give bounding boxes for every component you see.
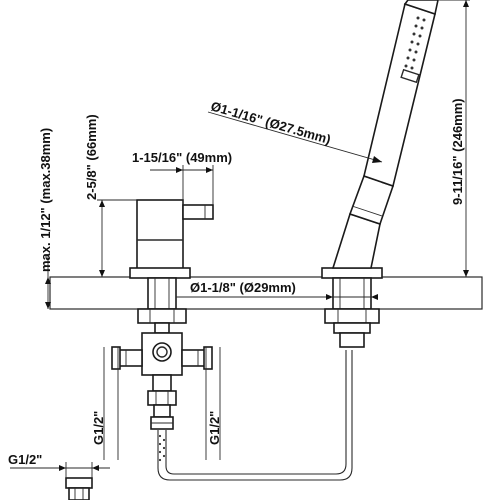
deck-thickness-label: max. 1/12" (max.38mm) [38, 128, 53, 272]
dim-deck-thickness: max. 1/12" (max.38mm) [38, 128, 53, 309]
dim-inlet-left: G1/2" [91, 347, 119, 460]
handshower-diameter-label: Ø1-1/16" (Ø27.5mm) [209, 98, 332, 147]
handshower-holder [321, 267, 383, 348]
dim-handshower-height: 9-11/16" (246mm) [438, 0, 470, 277]
handle-length-label: 1-15/16" (49mm) [132, 150, 232, 165]
hose-connection-label: G1/2" [8, 452, 42, 467]
dim-hose-connection: G1/2" [8, 452, 110, 478]
dim-spout-diameter: Ø1-1/8" (Ø29mm) [176, 280, 378, 300]
inlet-left-label: G1/2" [91, 411, 106, 445]
mixer-height-label: 2-5/8" (66mm) [84, 114, 99, 200]
handshower-height-label: 9-11/16" (246mm) [450, 98, 465, 205]
deck-countertop [49, 276, 483, 310]
spout-diameter-label: Ø1-1/8" (Ø29mm) [190, 280, 296, 295]
dim-handshower-diameter: Ø1-1/16" (Ø27.5mm) [207, 98, 383, 163]
hose [157, 350, 353, 481]
mixer-body [111, 199, 214, 430]
inlet-right-label: G1/2" [207, 411, 222, 445]
dim-mixer-height: 2-5/8" (66mm) [84, 114, 137, 277]
hose-end-fitting [65, 477, 93, 500]
dim-inlet-right: G1/2" [205, 347, 222, 460]
dim-handle-length: 1-15/16" (49mm) [132, 150, 232, 205]
handshower [331, 0, 439, 269]
